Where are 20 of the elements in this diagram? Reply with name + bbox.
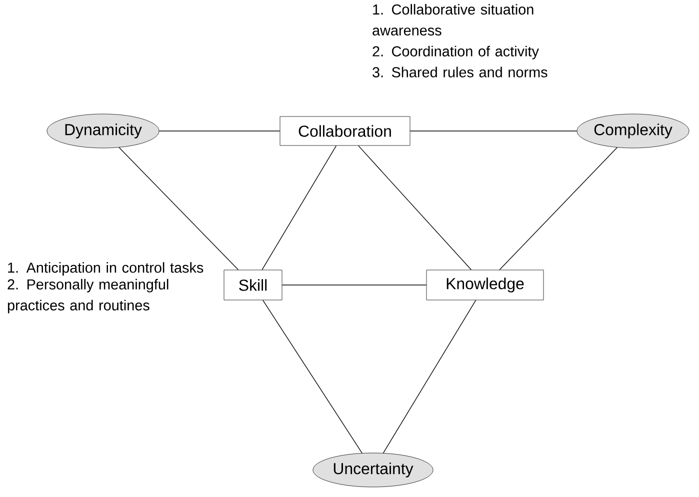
process-box: Skill xyxy=(224,270,282,300)
connector-line xyxy=(499,147,618,270)
connector-line xyxy=(410,130,578,132)
annotation-text: 1. Collaborative situation awareness xyxy=(372,4,534,36)
annotation-text: 3. Shared rules and norms xyxy=(372,66,548,78)
connector-line xyxy=(262,145,337,270)
connector-line xyxy=(382,300,476,454)
connector-line xyxy=(262,300,362,454)
connector-line xyxy=(158,130,280,132)
connector-line xyxy=(118,147,239,270)
connector-line xyxy=(358,145,472,270)
annotation-text: 2. Personally meaningful practices and routines xyxy=(8,278,168,314)
connector-line xyxy=(282,284,427,286)
ellipse-node: Complexity xyxy=(576,114,690,148)
annotation-text: 1. Anticipation in control tasks xyxy=(8,262,204,276)
annotation-text: 2. Coordination of activity xyxy=(372,46,539,60)
process-box: Collaboration xyxy=(280,116,410,146)
process-box: Knowledge xyxy=(426,270,544,300)
ellipse-node: Dynamicity xyxy=(46,114,160,148)
ellipse-node: Uncertainty xyxy=(312,452,434,488)
